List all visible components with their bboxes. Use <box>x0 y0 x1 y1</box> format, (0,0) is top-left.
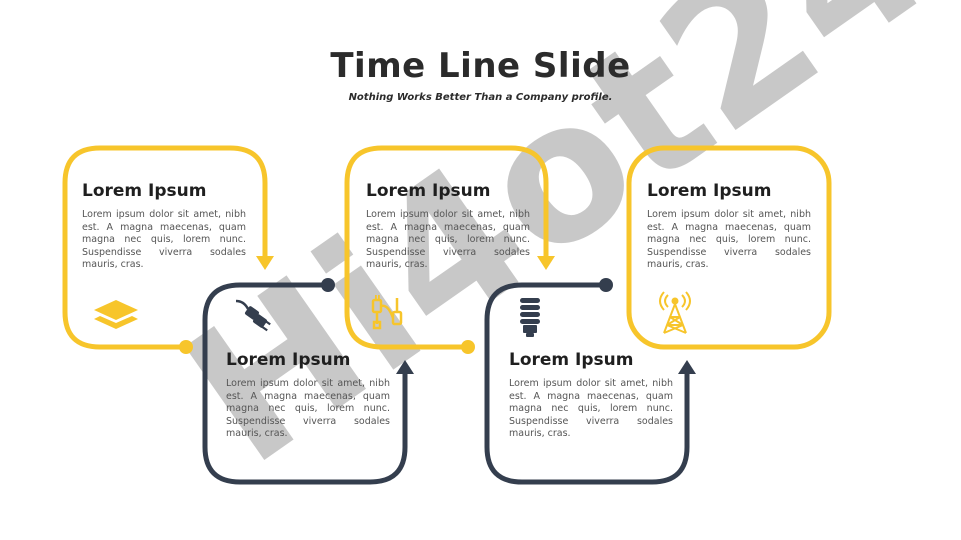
step-2-arrow <box>396 360 414 374</box>
tower-icon <box>659 291 691 334</box>
step-4-dot <box>599 278 613 292</box>
step-4-frame <box>484 282 690 485</box>
step-1-dot <box>179 340 193 354</box>
step-1-title: Lorem Ipsum <box>82 181 207 201</box>
step-3-dot <box>461 340 475 354</box>
step-1-arrow <box>256 256 274 270</box>
step-2-body: Lorem ipsum dolor sit amet, nibh est. A … <box>226 378 390 439</box>
step-5-frame <box>626 145 832 350</box>
step-4-title: Lorem Ipsum <box>509 350 634 370</box>
step-2-title: Lorem Ipsum <box>226 350 351 370</box>
step-4-arrow <box>678 360 696 374</box>
step-2-dot <box>321 278 335 292</box>
step-3-frame <box>344 145 549 350</box>
step-3-body: Lorem ipsum dolor sit amet, nibh est. A … <box>366 209 530 270</box>
cables-icon <box>371 295 403 330</box>
page-title: Time Line Slide <box>330 46 631 86</box>
plug-icon <box>235 299 271 332</box>
step-5-title: Lorem Ipsum <box>647 181 772 201</box>
layers-icon <box>94 300 138 329</box>
step-5-body: Lorem ipsum dolor sit amet, nibh est. A … <box>647 209 811 270</box>
step-3-arrow <box>537 256 555 270</box>
bulb-icon <box>520 298 540 337</box>
step-3-title: Lorem Ipsum <box>366 181 491 201</box>
step-1-body: Lorem ipsum dolor sit amet, nibh est. A … <box>82 209 246 270</box>
step-2-frame <box>202 282 408 485</box>
step-4-body: Lorem ipsum dolor sit amet, nibh est. A … <box>509 378 673 439</box>
step-1-frame <box>62 145 268 350</box>
page-subtitle: Nothing Works Better Than a Company prof… <box>348 92 613 103</box>
